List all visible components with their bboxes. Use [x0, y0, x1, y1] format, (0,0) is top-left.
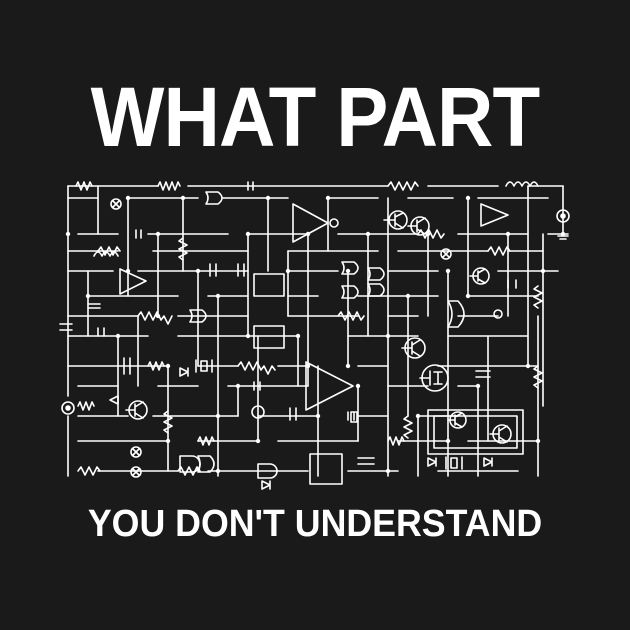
- circuit-schematic-icon: [58, 176, 578, 496]
- resistors: [76, 182, 542, 475]
- inductors: [94, 182, 538, 256]
- ic-chips: [254, 274, 523, 484]
- lamps: [111, 199, 502, 477]
- crystals: [196, 360, 462, 469]
- headline-bottom: YOU DON'T UNDERSTAND: [87, 503, 543, 545]
- headline-top: WHAT PART: [90, 70, 541, 164]
- logic-gates: [180, 192, 464, 478]
- op-amps: [120, 204, 508, 410]
- diodes: [110, 368, 492, 489]
- capacitors: [60, 182, 516, 464]
- terminals: [62, 210, 569, 418]
- transistors: [126, 211, 511, 443]
- junctions: [65, 195, 566, 474]
